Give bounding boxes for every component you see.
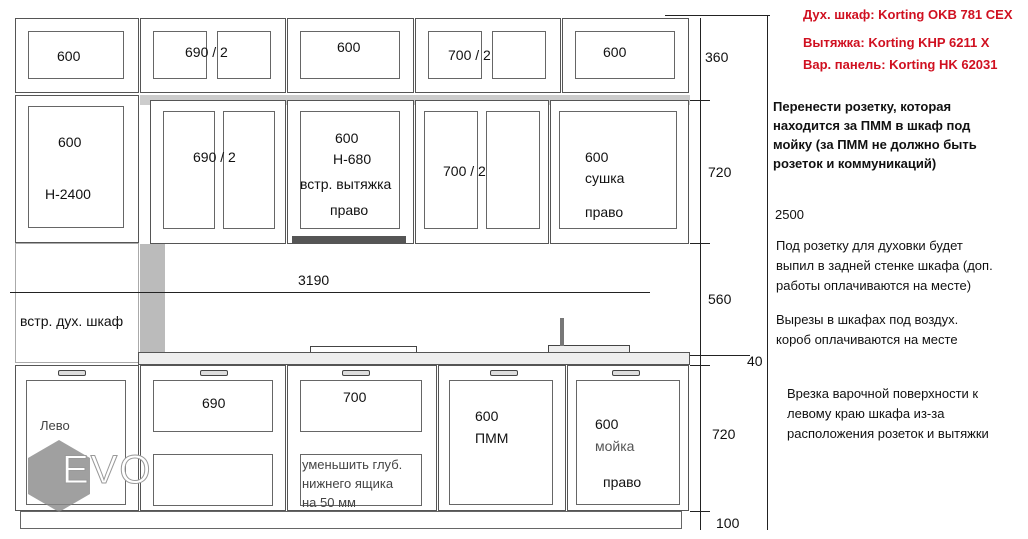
dim-100: 100 — [716, 515, 740, 531]
top-5-width: 600 — [603, 44, 627, 60]
countertop — [138, 352, 690, 365]
drawer-panel — [153, 380, 273, 432]
plinth — [20, 511, 682, 529]
top-cabinet-4 — [415, 18, 561, 93]
dimension-tick — [690, 100, 710, 101]
wall-cabinet-1 — [150, 100, 286, 244]
tall-cabinet-upper — [15, 95, 139, 243]
wall-cabinet-3 — [415, 100, 549, 244]
drawer-panel — [300, 380, 422, 432]
door-panel — [153, 31, 207, 79]
dryer-side: право — [585, 204, 624, 220]
handle-icon — [58, 370, 86, 376]
dimension-tick — [690, 365, 710, 366]
logo: EVO — [61, 448, 153, 493]
handle-icon — [490, 370, 518, 376]
dryer-width: 600 — [585, 149, 609, 165]
base-cabinet-1 — [140, 365, 286, 511]
door-panel — [492, 31, 546, 79]
door-panel — [575, 31, 675, 79]
door-panel — [300, 31, 400, 79]
hood-model: Вытяжка: Korting KHP 6211 X — [803, 35, 990, 50]
door-panel — [300, 111, 400, 229]
door-panel — [428, 31, 482, 79]
width-dimension-line — [10, 292, 650, 293]
dim-40: 40 — [747, 353, 763, 369]
base-1-width: 690 — [202, 395, 226, 411]
oven-model: Дух. шкаф: Korting OKB 781 CEX — [803, 7, 1013, 22]
handle-icon — [200, 370, 228, 376]
door-panel — [217, 31, 271, 79]
top-cabinet-5 — [562, 18, 689, 93]
hob-model: Вар. панель: Korting HK 62031 — [803, 57, 998, 72]
top-2-width: 690 / 2 — [185, 44, 228, 60]
tall-height: Н-2400 — [45, 186, 91, 202]
dimension-tick — [690, 243, 710, 244]
sink-label: мойка — [595, 438, 635, 454]
dim-720-upper: 720 — [708, 164, 732, 180]
dimension-tick — [690, 355, 750, 356]
hood-cabinet — [287, 100, 414, 244]
door-panel — [449, 380, 553, 505]
drawer-panel — [153, 454, 273, 506]
vertical-dimension — [700, 18, 701, 530]
dishwasher-label: ПММ — [475, 430, 509, 446]
dishwasher-width: 600 — [475, 408, 499, 424]
door-panel — [576, 380, 680, 505]
dim-360: 360 — [705, 49, 729, 65]
oven-label: встр. дух. шкаф — [20, 313, 124, 329]
hood-side: право — [330, 202, 369, 218]
dishwasher-cabinet — [438, 365, 566, 511]
handle-icon — [612, 370, 640, 376]
dim-560: 560 — [708, 291, 732, 307]
door-panel — [424, 111, 478, 229]
hood-label: встр. вытяжка — [300, 176, 392, 192]
top-1-width: 600 — [57, 48, 81, 64]
sink-width: 600 — [595, 416, 619, 432]
door-panel — [163, 111, 215, 229]
total-height-dimension — [767, 15, 768, 530]
hood-width: 600 — [335, 130, 359, 146]
oven-niche — [15, 243, 139, 363]
dimension-tick — [665, 15, 770, 16]
top-cabinet-1 — [15, 18, 139, 93]
sink-cabinet — [567, 365, 689, 511]
side-panel — [140, 244, 165, 354]
base-cabinet-2 — [287, 365, 437, 511]
drawer-panel — [300, 454, 422, 506]
top-3-width: 600 — [337, 39, 361, 55]
note-vent: Вырезы в шкафах под воздух.короб оплачив… — [776, 312, 959, 347]
sink-side: право — [603, 474, 642, 490]
top-cabinet-3 — [287, 18, 414, 93]
door-panel — [28, 31, 124, 79]
tall-width: 600 — [58, 134, 82, 150]
handle-icon — [342, 370, 370, 376]
dim-2500: 2500 — [775, 207, 804, 222]
door-panel — [486, 111, 540, 229]
wall-3-width: 700 / 2 — [443, 163, 486, 179]
dryer-cabinet — [550, 100, 689, 244]
hood — [292, 236, 406, 244]
door-panel — [28, 106, 124, 228]
base-2-width: 700 — [343, 389, 367, 405]
total-width: 3190 — [298, 272, 330, 288]
door-panel — [223, 111, 275, 229]
wall-1-width: 690 / 2 — [193, 149, 236, 165]
dryer-label: сушка — [585, 170, 625, 186]
top-cabinet-2 — [140, 18, 286, 93]
hood-height: Н-680 — [333, 151, 372, 167]
dimension-tick — [690, 511, 710, 512]
faucet — [560, 318, 564, 346]
dim-720-lower: 720 — [712, 426, 736, 442]
door-panel — [559, 111, 677, 229]
left-label: Лево — [40, 418, 70, 433]
top-4-width: 700 / 2 — [448, 47, 491, 63]
